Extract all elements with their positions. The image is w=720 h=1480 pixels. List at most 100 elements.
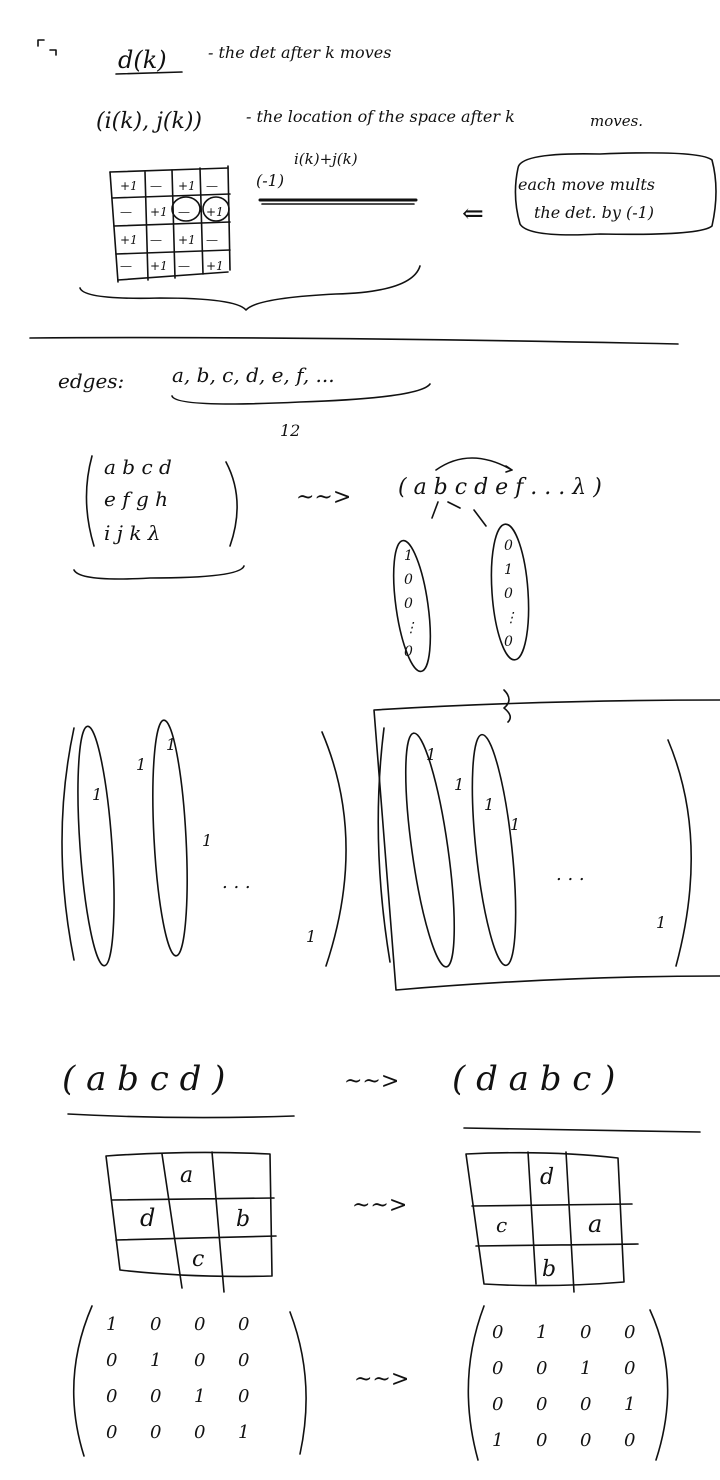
edges-list: a, b, c, d, e, f, ...: [172, 363, 335, 387]
underbrace: [79, 265, 421, 311]
sign-cell: +1: [150, 205, 168, 219]
cycle-label: c: [496, 1213, 507, 1237]
brace-tick: [503, 689, 512, 723]
bubble-line2: the det. by (-1): [534, 203, 654, 222]
bubble-line1: each move mults: [518, 175, 655, 194]
line1-lhs: d(k): [118, 46, 167, 74]
edges-count: 12: [280, 421, 300, 440]
pm-entry: 0: [492, 1322, 503, 1343]
sign-cell: +1: [206, 259, 224, 273]
band-outline: [152, 719, 188, 957]
matrix-row: e f g h: [104, 487, 168, 511]
line2-rhs: - the location of the space after k: [246, 107, 515, 126]
bubble-outline: [514, 152, 717, 236]
row-vector: ( a b c d e f . . . λ ): [398, 475, 602, 500]
squiggle-arrow: ~~>: [352, 1193, 407, 1218]
pm-entry: 1: [106, 1314, 117, 1335]
pm-paren-right: [649, 1309, 669, 1461]
pm-entry: 0: [624, 1358, 635, 1379]
pm-entry: 0: [624, 1430, 635, 1451]
highlight-circle: [202, 196, 230, 222]
diagonal-entry: 1: [166, 735, 176, 754]
col-vector-outline: [392, 539, 432, 673]
pm-entry: 1: [624, 1394, 635, 1415]
diagonal-entry: 1: [656, 913, 666, 932]
matrix-row: a b c d: [104, 455, 172, 479]
band-outline: [404, 732, 456, 968]
pm-entry: 0: [238, 1350, 249, 1371]
band-outline: [471, 733, 517, 967]
block-box: [373, 699, 720, 991]
perm-lhs: ( a b c d ): [62, 1059, 225, 1099]
pm-entry: 0: [238, 1386, 249, 1407]
sign-cell: +1: [120, 233, 138, 247]
corner-mark: [37, 39, 57, 56]
diagonal-entry: 1: [484, 795, 494, 814]
pm-entry: 0: [580, 1322, 591, 1343]
matrix-paren-left: [85, 455, 95, 547]
col-vector-entry: 0: [404, 644, 413, 660]
sign-cell: +1: [120, 179, 138, 193]
pm-entry: 0: [106, 1386, 117, 1407]
cycle-label: a: [588, 1210, 602, 1238]
sign-cell: —: [178, 205, 190, 219]
pm-entry: 1: [150, 1350, 161, 1371]
diagonal-entry: 1: [454, 775, 464, 794]
sign-formula-base: (-1): [256, 171, 284, 190]
line2-lhs: (i(k), j(k)): [96, 109, 202, 134]
matrix-row: i j k λ: [104, 521, 160, 545]
pm-paren-left: [467, 1305, 485, 1461]
big-paren-right: [667, 739, 693, 967]
sign-cell: —: [178, 259, 190, 273]
sign-cell: —: [120, 205, 132, 219]
pm-entry: 1: [492, 1430, 503, 1451]
pm-entry: 0: [150, 1386, 161, 1407]
col-vector-entry: 0: [404, 572, 413, 588]
diagonal-entry: 1: [136, 755, 146, 774]
sign-cell: —: [150, 233, 162, 247]
sign-cell: +1: [206, 205, 224, 219]
pm-entry: 0: [492, 1358, 503, 1379]
pm-entry: 1: [536, 1322, 547, 1343]
ellipsis: . . .: [222, 872, 251, 893]
perm-rhs: ( d a b c ): [452, 1059, 615, 1099]
pm-entry: 0: [194, 1314, 205, 1335]
col-vector-right: 010⋮0: [504, 538, 518, 650]
diagonal-entry: 1: [202, 831, 212, 850]
pm-entry: 0: [106, 1350, 117, 1371]
pm-entry: 1: [194, 1386, 205, 1407]
line1-rhs: - the det after k moves: [208, 43, 391, 62]
squiggle-arrow: ~~>: [354, 1367, 409, 1392]
sign-cell: +1: [178, 233, 196, 247]
ellipsis: . . .: [556, 864, 585, 885]
swap-arc: [435, 457, 513, 473]
cycle-label: b: [236, 1207, 250, 1232]
col-vector-entry: 0: [504, 634, 513, 650]
pm-paren-right: [289, 1311, 307, 1455]
sign-cell: —: [150, 179, 162, 193]
sign-grid-cells: +1—+1——+1—+1+1—+1——+1—+1: [120, 179, 224, 273]
line1-underline: [115, 71, 183, 75]
matrix-brace: [73, 565, 245, 580]
col-vector-entry: ⋮: [404, 620, 418, 636]
pm-entry: 0: [150, 1314, 161, 1335]
cycle-label: a: [180, 1163, 193, 1188]
pm-entry: 0: [536, 1430, 547, 1451]
highlight-circle: [171, 196, 201, 222]
pm-paren-left: [72, 1305, 93, 1457]
swap-arrows: [431, 501, 487, 527]
diagonal-entry: 1: [306, 927, 316, 946]
diagonal-entry: 1: [92, 785, 102, 804]
cycle-label: d: [540, 1165, 554, 1190]
pm-entry: 1: [580, 1358, 591, 1379]
col-vector-entry: 1: [404, 548, 413, 564]
sign-cell: —: [206, 233, 218, 247]
big-paren-left: [377, 727, 391, 963]
col-vector-entry: ⋮: [504, 610, 518, 626]
band-outline: [77, 725, 115, 967]
sign-formula-exp: i(k)+j(k): [294, 150, 358, 168]
pm-entry: 0: [150, 1422, 161, 1443]
